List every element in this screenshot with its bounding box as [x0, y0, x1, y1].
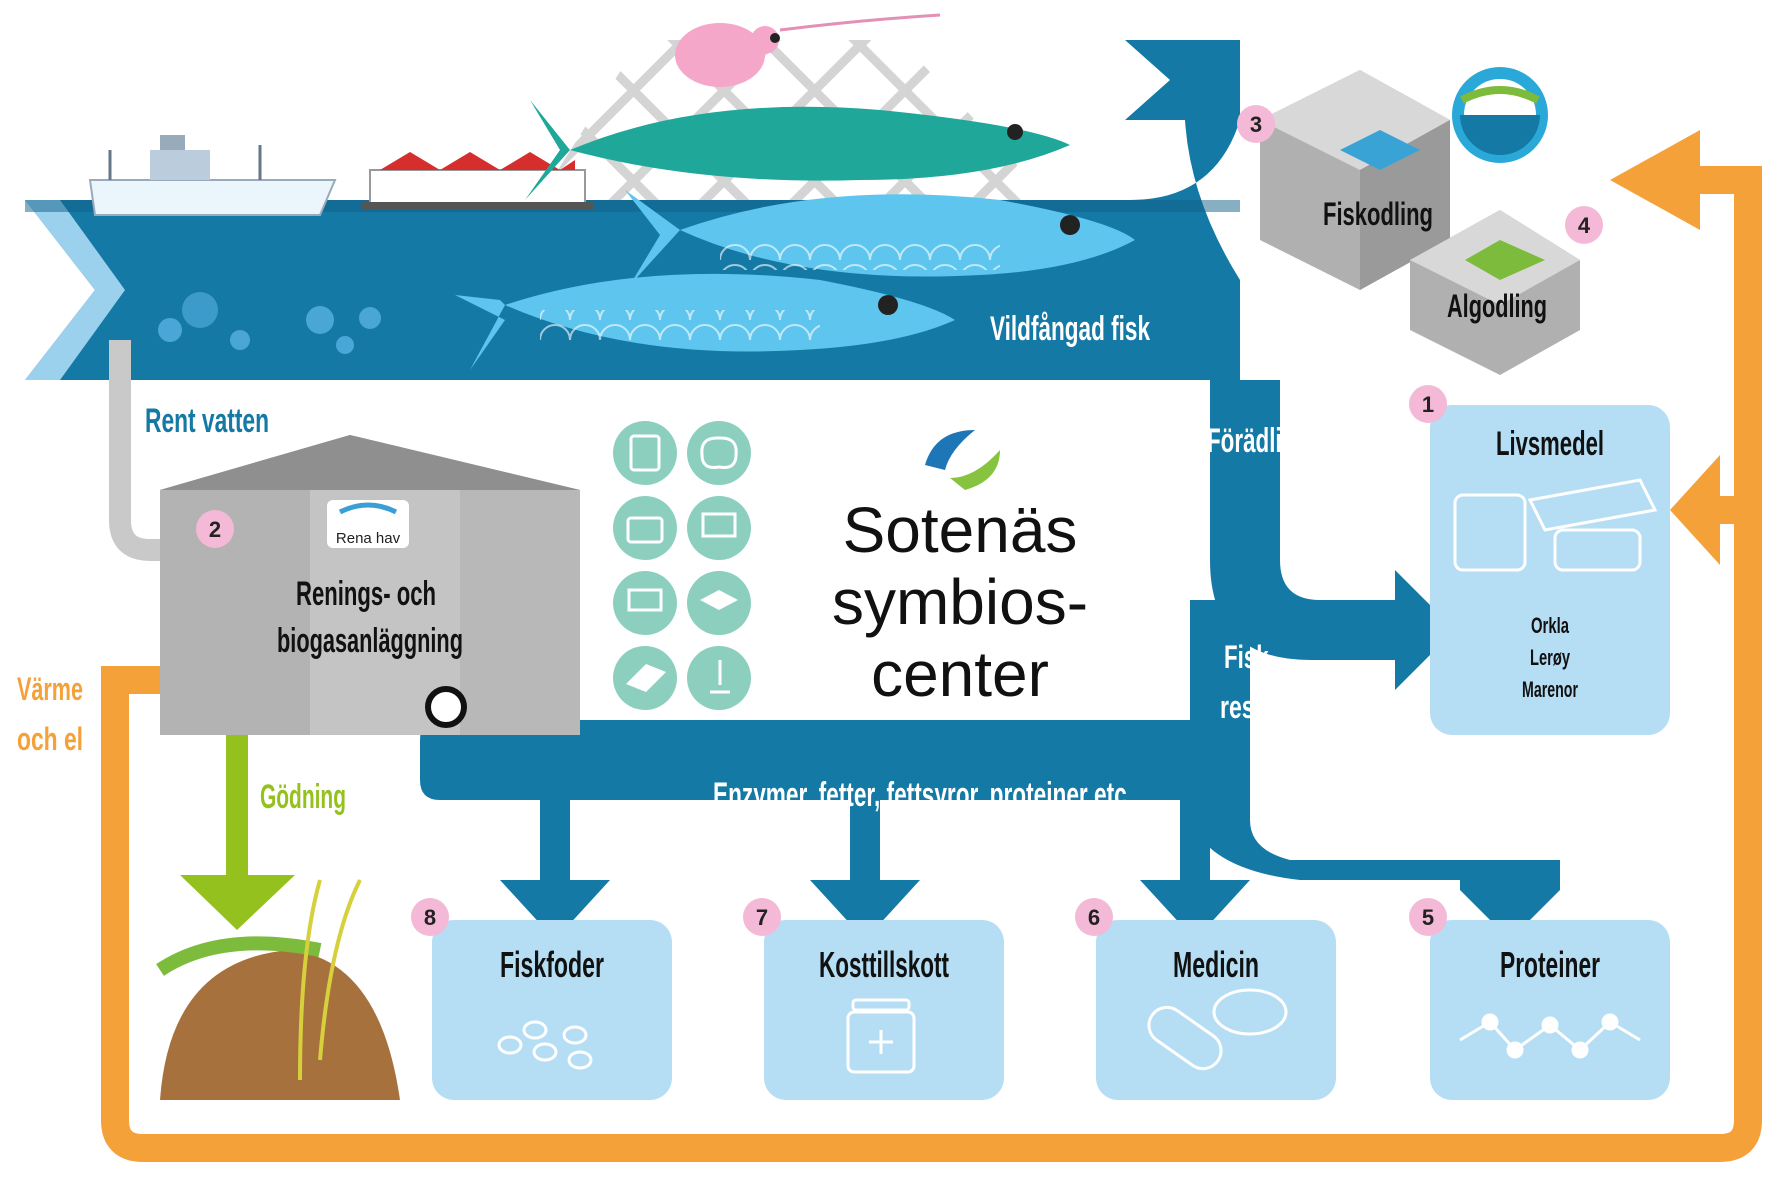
- heat-label-2: och el: [17, 721, 83, 757]
- product-box-proteiner: [1430, 920, 1670, 1100]
- fish-farm-box: [1260, 70, 1450, 290]
- fish-factory: [362, 152, 594, 210]
- aquaculture-logo: [1452, 67, 1548, 163]
- badge-7-text: 7: [756, 905, 768, 930]
- mackerel-illustration: [525, 100, 1070, 200]
- food-products-icon: [1453, 478, 1658, 572]
- badge-1-text: 1: [1422, 392, 1434, 417]
- protein-chain-icon: [1459, 1013, 1641, 1059]
- badge-4: [1565, 206, 1603, 244]
- plant-name-2: biogasanläggning: [277, 622, 463, 660]
- wild-fish-label: Vildfångad fisk: [990, 310, 1150, 348]
- fertilizer-arrow: [180, 735, 295, 930]
- briefcase-icon: [613, 496, 677, 560]
- center-title-2: symbios-: [832, 566, 1088, 638]
- fertilizer-label: Gödning: [260, 778, 346, 816]
- heat-loop: [101, 130, 1762, 1162]
- product-label-fiskfoder: Fiskfoder: [500, 944, 604, 985]
- supplement-jar-icon: [846, 998, 916, 1074]
- badge-8-text: 8: [424, 905, 436, 930]
- badge-8: [411, 898, 449, 936]
- whiteboard-icon: [613, 571, 677, 635]
- food-title: Livsmedel: [1496, 425, 1604, 463]
- food-box: [1430, 405, 1670, 735]
- fish-rest-label-1: Fisk-: [1224, 639, 1276, 675]
- product-label-medicin: Medicin: [1173, 944, 1259, 985]
- pellets-icon: [497, 1020, 593, 1070]
- badge-7: [743, 898, 781, 936]
- food-company-3: Marenor: [1522, 677, 1578, 702]
- shrimp-illustration: [675, 13, 941, 87]
- monitor-icon: [687, 496, 751, 560]
- badge-5: [1409, 898, 1447, 936]
- pills-icon: [1147, 988, 1288, 1071]
- badge-3: [1237, 105, 1275, 143]
- algae-farm-label: Algodling: [1447, 288, 1547, 324]
- calculator-icon: [613, 421, 677, 485]
- field-illustration: [156, 879, 400, 1100]
- badge-2-text: 2: [209, 517, 221, 542]
- refining-label: Förädling: [1207, 422, 1309, 460]
- plant-brand: Rena hav: [336, 530, 401, 547]
- badge-1: [1409, 385, 1447, 423]
- food-company-2: Lerøy: [1530, 645, 1571, 670]
- badge-2: [196, 510, 234, 548]
- badge-6: [1075, 898, 1113, 936]
- fish-farm-label: Fiskodling: [1323, 196, 1433, 232]
- fish-rest-label-2: rester: [1220, 689, 1284, 725]
- herring-illustration: [455, 190, 1135, 370]
- food-company-1: Orkla: [1531, 613, 1570, 638]
- badge-5-text: 5: [1422, 905, 1434, 930]
- algae-farm-box: [1410, 210, 1580, 375]
- refining-flow: [420, 380, 1560, 940]
- product-label-kosttillskott: Kosttillskott: [819, 944, 949, 985]
- fishing-boat: [88, 135, 337, 216]
- center-title-3: center: [871, 638, 1049, 710]
- badge-3-text: 3: [1250, 112, 1262, 137]
- extracts-label: Enzymer, fetter, fettsyror, proteiner et…: [713, 776, 1133, 814]
- clean-water-label: Rent vatten: [145, 402, 269, 440]
- plant-name-1: Renings- och: [296, 575, 436, 613]
- brain-icon: [687, 421, 751, 485]
- product-label-proteiner: Proteiner: [1500, 944, 1600, 985]
- product-box-medicin: [1096, 920, 1336, 1100]
- badge-6-text: 6: [1088, 905, 1100, 930]
- badges: [196, 105, 1603, 936]
- heat-label-1: Värme: [17, 671, 83, 707]
- badge-4-text: 4: [1578, 213, 1591, 238]
- symbios-logo: [925, 430, 1000, 490]
- activity-icons: [613, 421, 751, 710]
- clean-water-pipe: [109, 340, 175, 561]
- product-box-fiskfoder: [432, 920, 672, 1100]
- center-title-1: Sotenäs: [843, 494, 1078, 566]
